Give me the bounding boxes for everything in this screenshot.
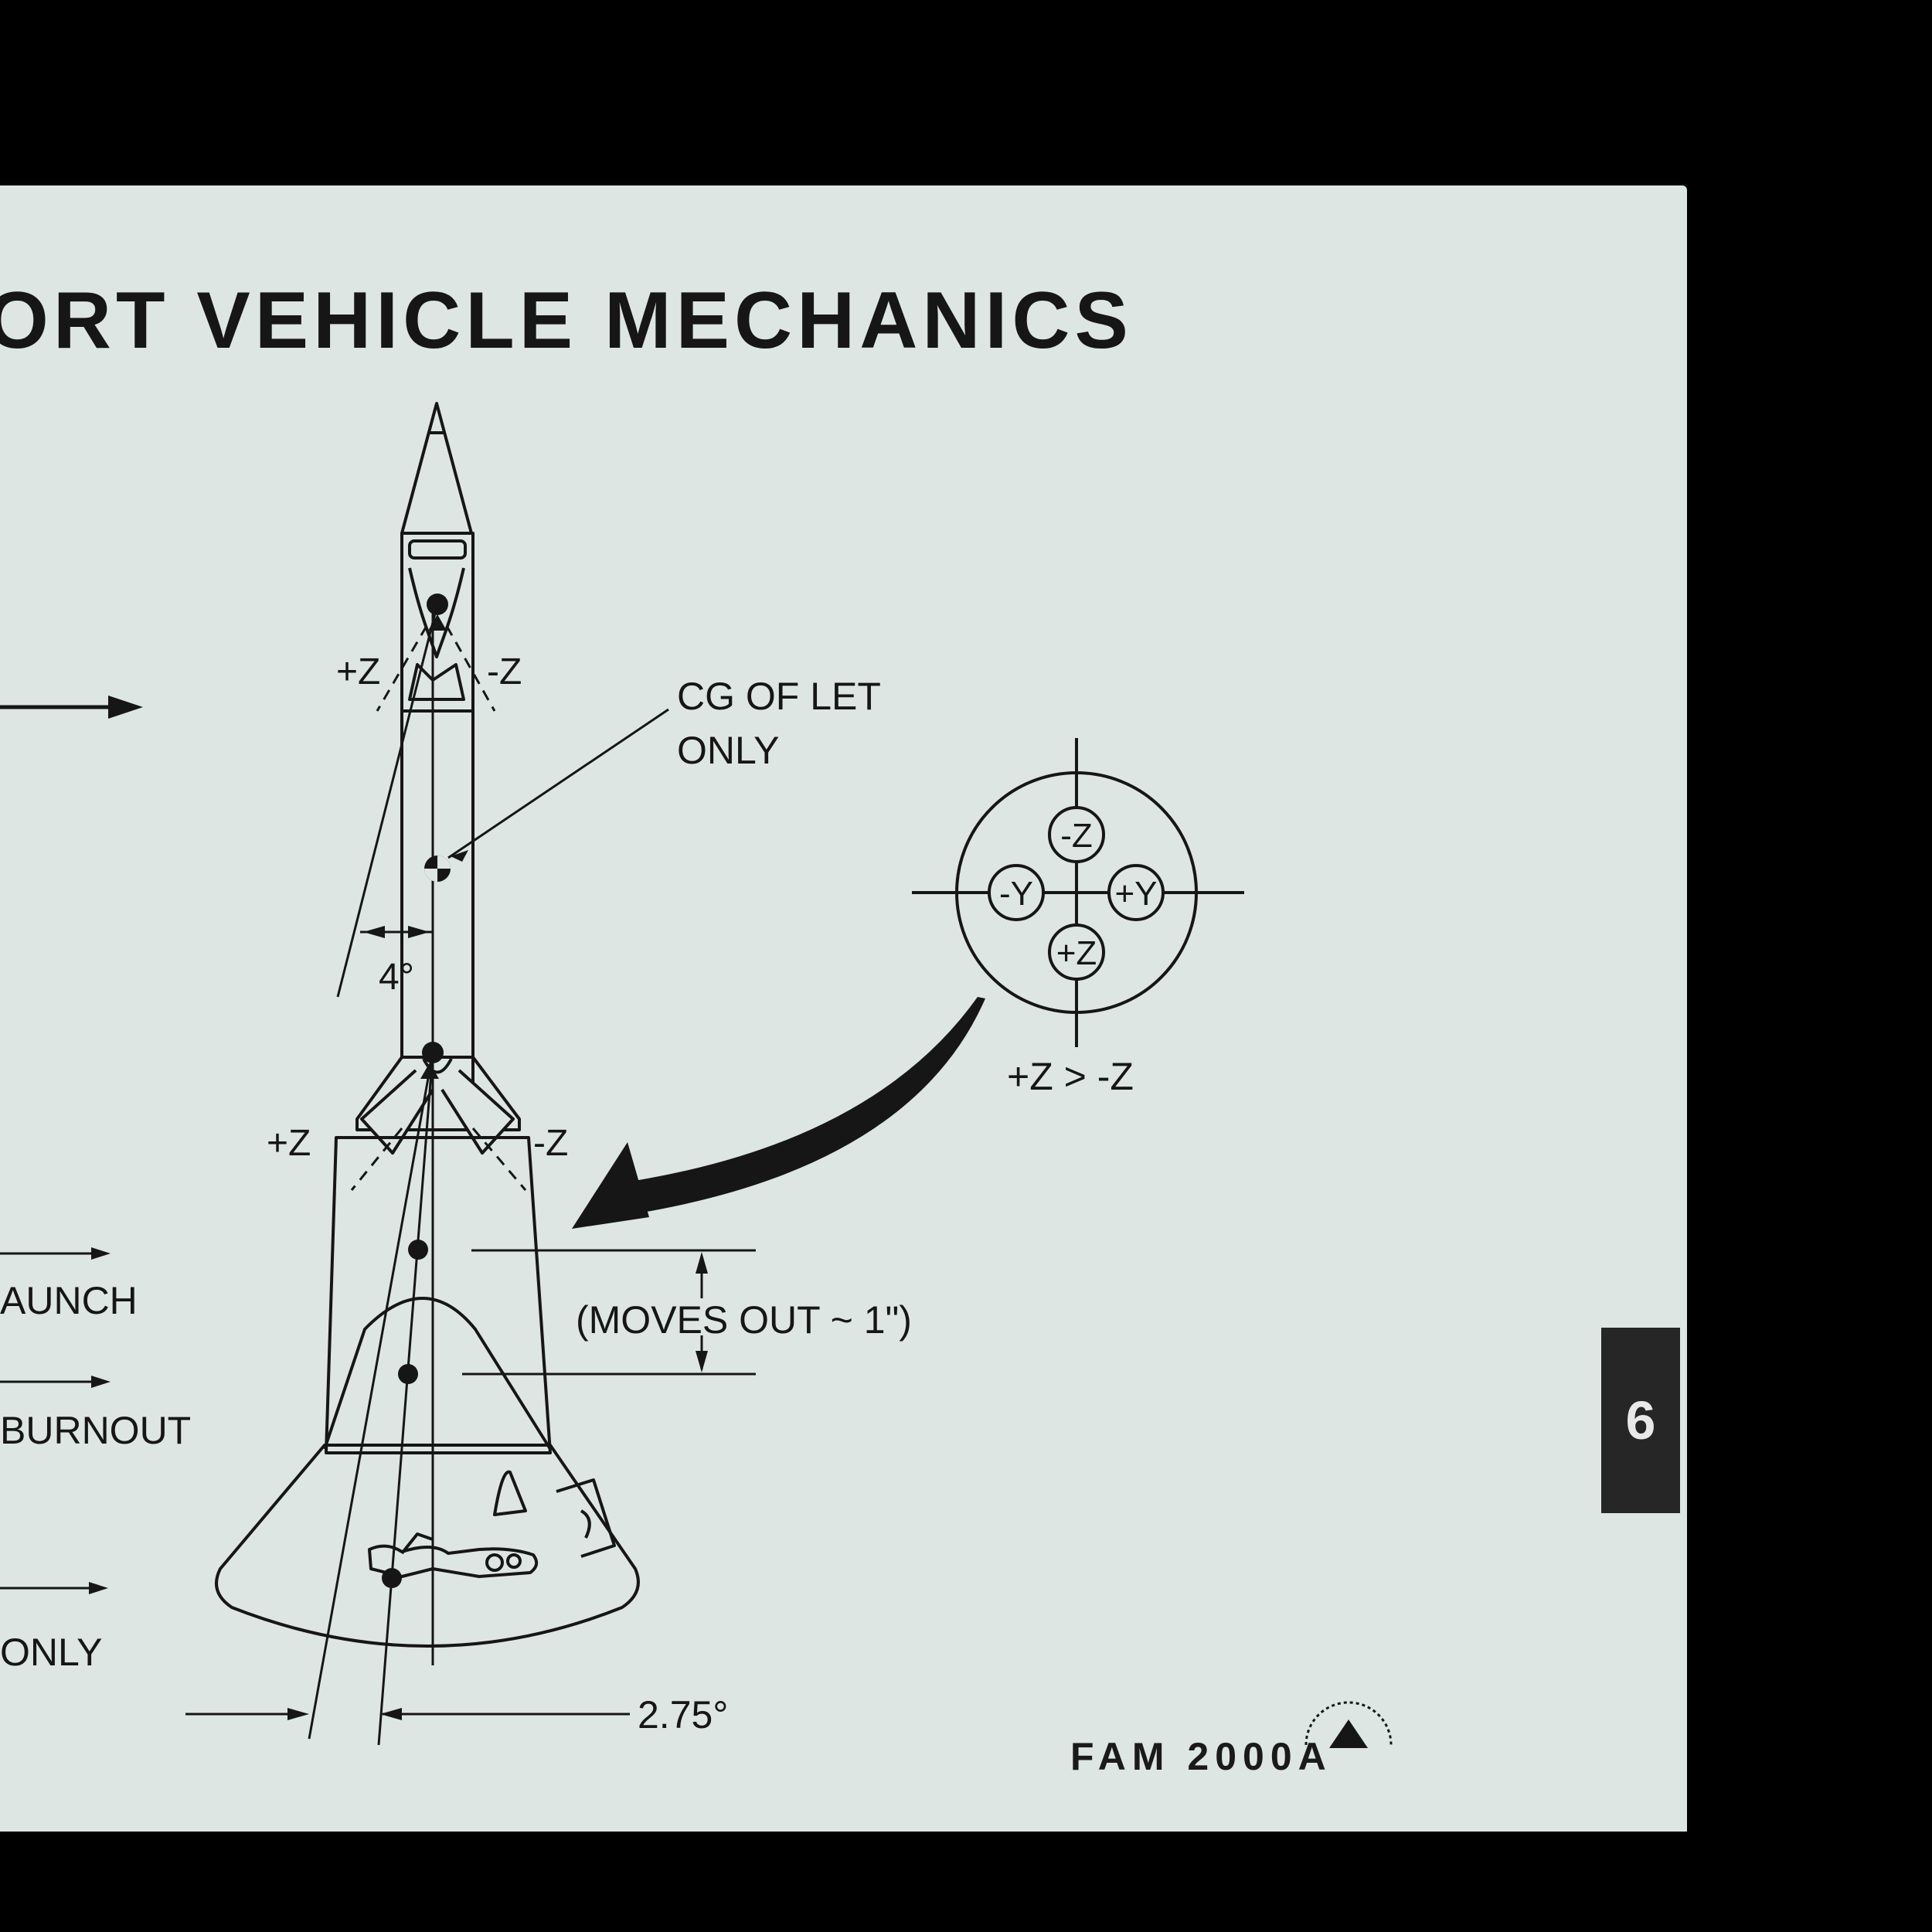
escape-motor-body <box>400 709 474 1059</box>
plus-z-upper-label: +Z <box>336 651 380 692</box>
angle-4-label: 4° <box>379 957 414 998</box>
plus-z-lower-label: +Z <box>267 1123 311 1164</box>
cg-dot-cm <box>382 1568 402 1588</box>
minus-z-upper-label: -Z <box>487 651 522 692</box>
document-page <box>0 185 1687 1832</box>
minus-z-lower-label: -Z <box>533 1123 568 1164</box>
angle-2-75-label: 2.75° <box>638 1693 728 1736</box>
astronaut-couch <box>368 1544 539 1578</box>
left-burnout-label: BURNOUT <box>0 1409 191 1452</box>
cg-dot-burnout <box>398 1364 418 1384</box>
orientation-diagram <box>912 738 1244 1047</box>
circle-right-label: +Y <box>1114 875 1157 913</box>
curved-direction-arrow <box>624 997 985 1213</box>
section-tab-number: 6 <box>1625 1390 1656 1451</box>
boost-protective-cover <box>325 1136 552 1454</box>
document-number: FAM 2000A <box>1070 1737 1332 1776</box>
page-title: ORT VEHICLE MECHANICS <box>0 276 1133 366</box>
moves-out-label: (MOVES OUT ~ 1") <box>576 1298 912 1342</box>
nose-cone <box>400 402 473 535</box>
command-module-outline <box>323 1297 552 1451</box>
left-only-label: ONLY <box>0 1631 102 1674</box>
circle-top-label: -Z <box>1060 817 1093 855</box>
cg-dot-tower <box>427 594 448 615</box>
logistics-training-logo-icon <box>1304 1701 1393 1748</box>
circle-caption: +Z > -Z <box>1007 1055 1134 1098</box>
left-launch-label: AUNCH <box>0 1279 138 1322</box>
cg-let-label-2: ONLY <box>677 729 779 772</box>
cg-dot-launch <box>408 1240 428 1260</box>
circle-bottom-label: +Z <box>1056 934 1097 972</box>
cg-let-label-1: CG OF LET <box>677 675 881 718</box>
capsule-heat-shield <box>215 1444 640 1648</box>
section-tab[interactable]: 6 <box>1601 1328 1680 1513</box>
thrust-vector-line <box>336 604 439 998</box>
circle-left-label: -Y <box>999 875 1033 913</box>
